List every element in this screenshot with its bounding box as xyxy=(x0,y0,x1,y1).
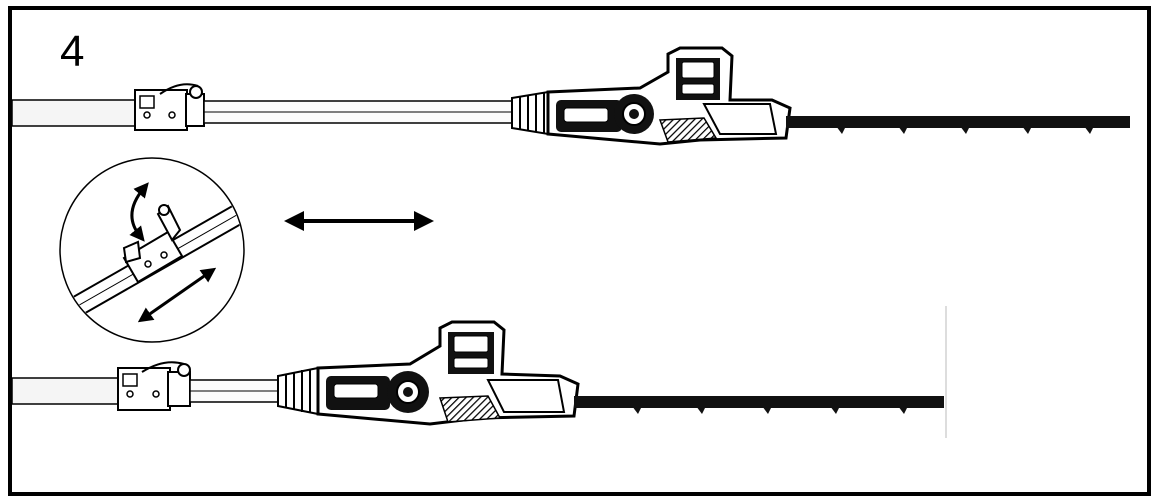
tool-retracted xyxy=(11,306,947,438)
clamp-lever xyxy=(117,361,191,411)
detail-clamp xyxy=(59,157,245,343)
pole-outer xyxy=(11,99,141,127)
lever-rotate-arrow xyxy=(129,182,149,242)
tool-extended xyxy=(11,46,1130,146)
cutter-blade xyxy=(574,396,944,414)
step-number: 4 xyxy=(60,27,85,76)
motor-collar xyxy=(511,90,549,136)
pole-outer xyxy=(11,377,121,405)
motor-collar xyxy=(277,366,319,416)
motor-housing xyxy=(316,320,580,426)
motor-housing xyxy=(546,46,792,146)
cutter-blade xyxy=(786,116,1130,134)
clamp-slide-arrow xyxy=(137,267,217,323)
clamp-lever xyxy=(134,83,205,131)
